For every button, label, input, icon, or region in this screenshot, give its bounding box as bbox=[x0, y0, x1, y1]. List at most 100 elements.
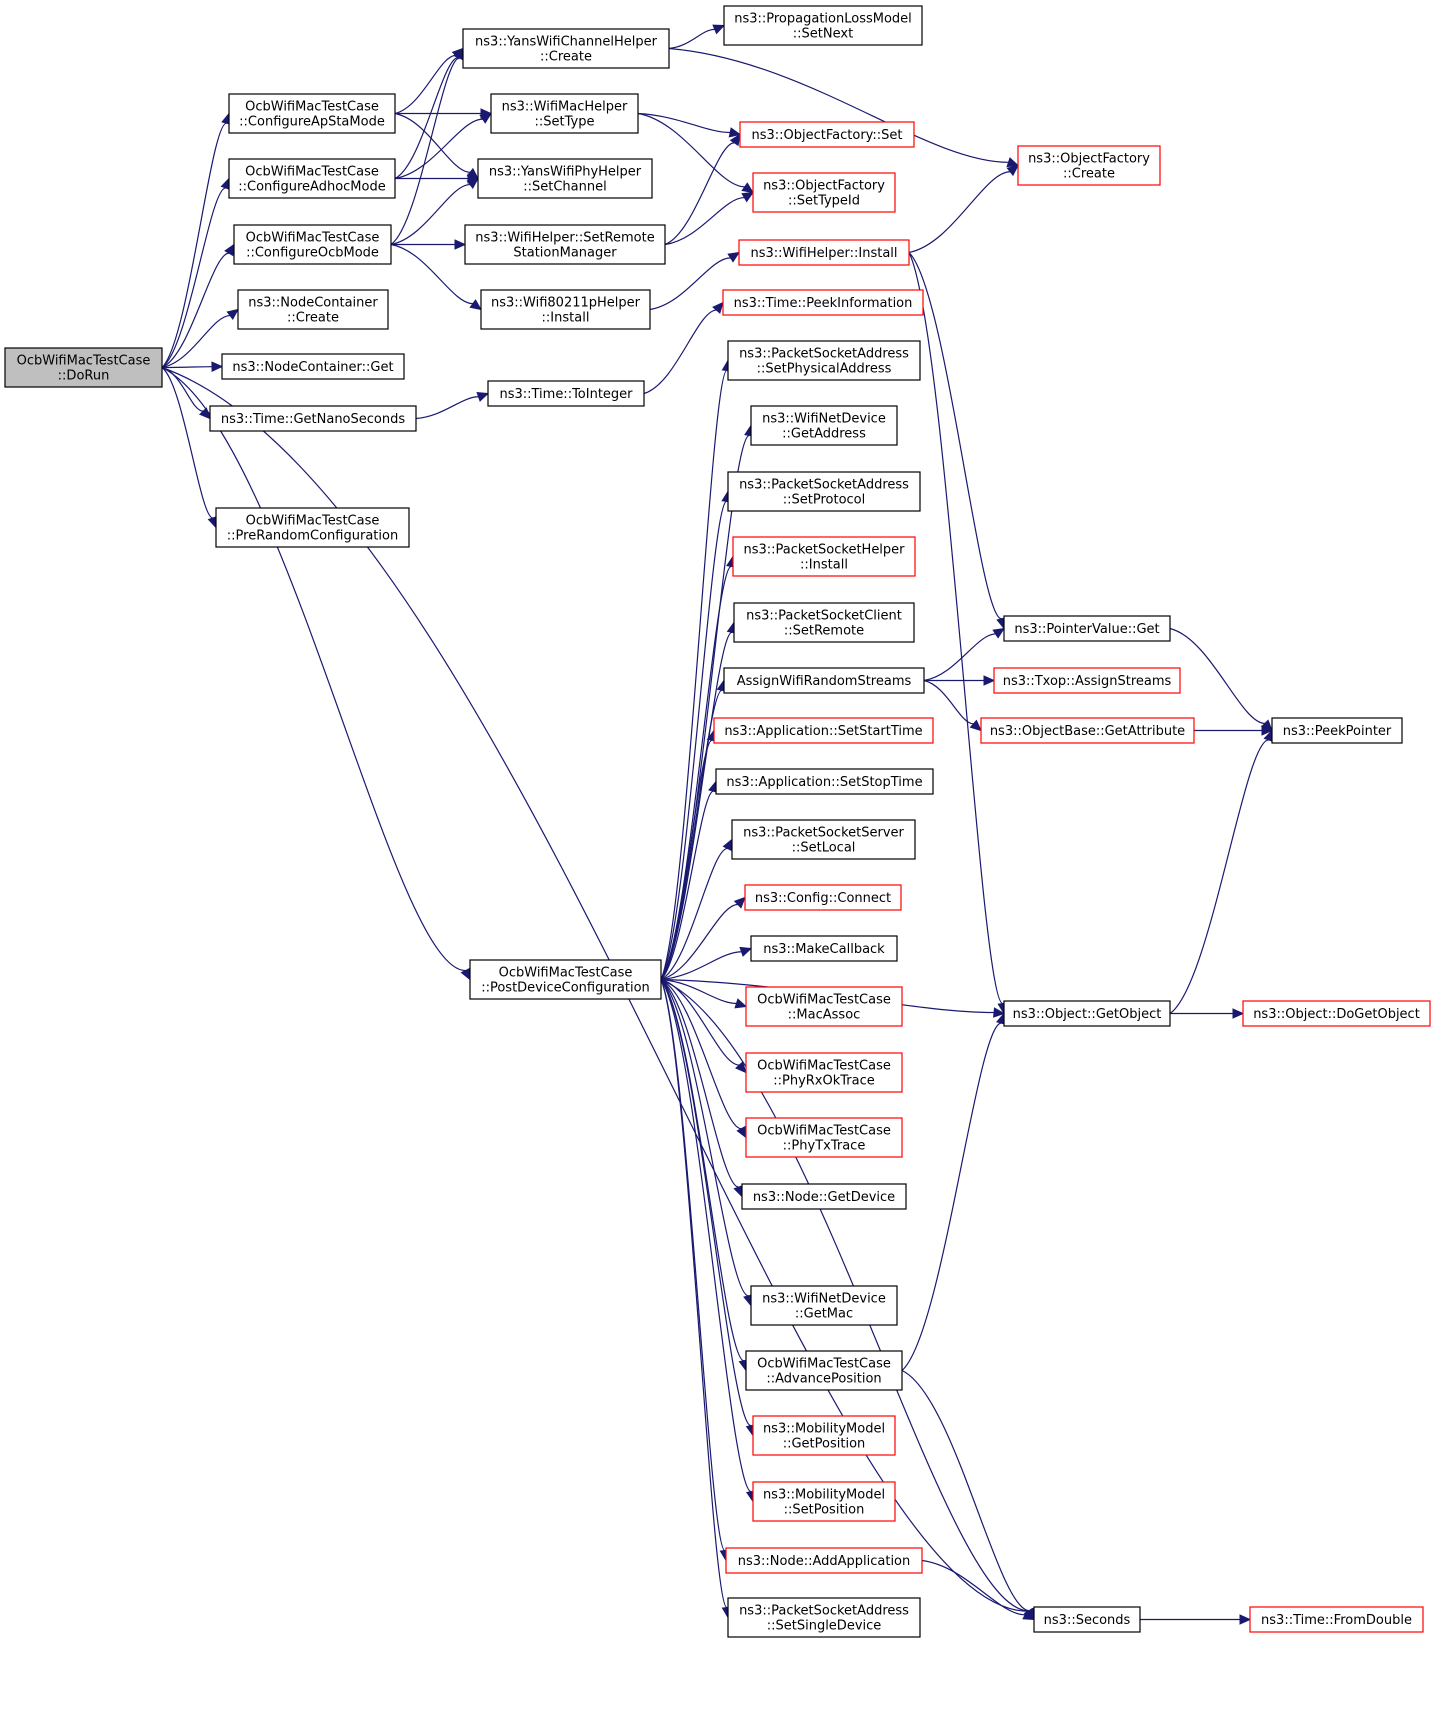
node-mac_settype[interactable]: ns3::WifiMacHelper::SetType bbox=[490, 93, 639, 134]
node-box[interactable] bbox=[1242, 1000, 1431, 1027]
node-seconds[interactable]: ns3::Seconds bbox=[1033, 1606, 1141, 1633]
node-pv_get[interactable]: ns3::PointerValue::Get bbox=[1003, 615, 1171, 642]
node-of_set[interactable]: ns3::ObjectFactory::Set bbox=[739, 121, 915, 148]
node-box[interactable] bbox=[480, 289, 651, 330]
node-psa_setsingle[interactable]: ns3::PacketSocketAddress::SetSingleDevic… bbox=[727, 1597, 921, 1638]
node-cfg_apsta[interactable]: OcbWifiMacTestCase::ConfigureApStaMode bbox=[228, 93, 396, 134]
node-psa_setproto[interactable]: ns3::PacketSocketAddress::SetProtocol bbox=[727, 471, 921, 512]
node-box[interactable] bbox=[745, 1052, 903, 1093]
node-box[interactable] bbox=[477, 158, 653, 199]
node-box[interactable] bbox=[722, 289, 924, 316]
node-box[interactable] bbox=[1033, 1606, 1141, 1633]
node-box[interactable] bbox=[750, 1285, 898, 1326]
node-postdev[interactable]: OcbWifiMacTestCase::PostDeviceConfigurat… bbox=[469, 959, 662, 1000]
node-box[interactable] bbox=[727, 1597, 921, 1638]
node-box[interactable] bbox=[221, 353, 405, 380]
node-box[interactable] bbox=[745, 1117, 903, 1158]
node-box[interactable] bbox=[209, 405, 417, 432]
node-box[interactable] bbox=[1003, 1000, 1171, 1027]
node-box[interactable] bbox=[993, 667, 1181, 694]
node-psh_install[interactable]: ns3::PacketSocketHelper::Install bbox=[732, 536, 916, 577]
node-wnd_getaddr[interactable]: ns3::WifiNetDevice::GetAddress bbox=[750, 405, 898, 446]
node-box[interactable] bbox=[723, 667, 925, 694]
node-box[interactable] bbox=[462, 28, 670, 69]
node-mac_assoc[interactable]: OcbWifiMacTestCase::MacAssoc bbox=[745, 986, 903, 1027]
node-phy_rxok[interactable]: OcbWifiMacTestCase::PhyRxOkTrace bbox=[745, 1052, 903, 1093]
node-box[interactable] bbox=[233, 224, 392, 265]
node-wifi80211p_install[interactable]: ns3::Wifi80211pHelper::Install bbox=[480, 289, 651, 330]
node-box[interactable] bbox=[725, 1547, 923, 1574]
node-box[interactable] bbox=[739, 121, 915, 148]
node-time_tointeger[interactable]: ns3::Time::ToInteger bbox=[487, 380, 645, 407]
node-prerandom[interactable]: OcbWifiMacTestCase::PreRandomConfigurati… bbox=[215, 507, 410, 548]
node-ob_getattr[interactable]: ns3::ObjectBase::GetAttribute bbox=[980, 717, 1195, 744]
node-box[interactable] bbox=[228, 93, 396, 134]
node-obj_getobj[interactable]: ns3::Object::GetObject bbox=[1003, 1000, 1171, 1027]
node-box[interactable] bbox=[731, 819, 916, 860]
node-box[interactable] bbox=[732, 536, 916, 577]
node-box[interactable] bbox=[741, 1183, 907, 1210]
node-box[interactable] bbox=[1017, 145, 1161, 186]
node-box[interactable] bbox=[752, 172, 896, 213]
node-box[interactable] bbox=[738, 239, 910, 266]
node-app_start[interactable]: ns3::Application::SetStartTime bbox=[713, 717, 934, 744]
node-wnd_getmac[interactable]: ns3::WifiNetDevice::GetMac bbox=[750, 1285, 898, 1326]
node-box[interactable] bbox=[469, 959, 662, 1000]
node-box[interactable] bbox=[4, 347, 163, 388]
node-box[interactable] bbox=[980, 717, 1195, 744]
node-nc_get[interactable]: ns3::NodeContainer::Get bbox=[221, 353, 405, 380]
node-pss_setlocal[interactable]: ns3::PacketSocketServer::SetLocal bbox=[731, 819, 916, 860]
node-box[interactable] bbox=[715, 768, 934, 795]
node-box[interactable] bbox=[733, 602, 915, 643]
node-box[interactable] bbox=[228, 158, 396, 199]
node-box[interactable] bbox=[490, 93, 639, 134]
node-box[interactable] bbox=[745, 1350, 903, 1391]
node-psa_setphys[interactable]: ns3::PacketSocketAddress::SetPhysicalAdd… bbox=[727, 340, 921, 381]
node-cfg_adhoc[interactable]: OcbWifiMacTestCase::ConfigureAdhocMode bbox=[228, 158, 396, 199]
node-wifi_install[interactable]: ns3::WifiHelper::Install bbox=[738, 239, 910, 266]
node-obj_dogetobj[interactable]: ns3::Object::DoGetObject bbox=[1242, 1000, 1431, 1027]
node-peek_ptr[interactable]: ns3::PeekPointer bbox=[1271, 717, 1403, 744]
node-box[interactable] bbox=[464, 224, 666, 265]
node-yans_phy_setch[interactable]: ns3::YansWifiPhyHelper::SetChannel bbox=[477, 158, 653, 199]
node-time_fromdouble[interactable]: ns3::Time::FromDouble bbox=[1249, 1606, 1424, 1633]
node-box[interactable] bbox=[487, 380, 645, 407]
node-psc_setremote[interactable]: ns3::PacketSocketClient::SetRemote bbox=[733, 602, 915, 643]
node-node_getdev[interactable]: ns3::Node::GetDevice bbox=[741, 1183, 907, 1210]
node-dorun[interactable]: OcbWifiMacTestCase::DoRun bbox=[4, 347, 163, 388]
node-box[interactable] bbox=[727, 471, 921, 512]
node-time_ns[interactable]: ns3::Time::GetNanoSeconds bbox=[209, 405, 417, 432]
node-of_create[interactable]: ns3::ObjectFactory::Create bbox=[1017, 145, 1161, 186]
node-assign_streams[interactable]: AssignWifiRandomStreams bbox=[723, 667, 925, 694]
node-nc_create[interactable]: ns3::NodeContainer::Create bbox=[237, 289, 389, 330]
node-box[interactable] bbox=[752, 1415, 896, 1456]
node-box[interactable] bbox=[752, 1481, 896, 1522]
node-txop_assign[interactable]: ns3::Txop::AssignStreams bbox=[993, 667, 1181, 694]
node-make_cb[interactable]: ns3::MakeCallback bbox=[750, 935, 898, 962]
node-yans_ch_create[interactable]: ns3::YansWifiChannelHelper::Create bbox=[462, 28, 670, 69]
node-box[interactable] bbox=[727, 340, 921, 381]
node-box[interactable] bbox=[1249, 1606, 1424, 1633]
node-box[interactable] bbox=[750, 935, 898, 962]
node-of_settypeid[interactable]: ns3::ObjectFactory::SetTypeId bbox=[752, 172, 896, 213]
node-box[interactable] bbox=[745, 986, 903, 1027]
node-box[interactable] bbox=[713, 717, 934, 744]
node-box[interactable] bbox=[215, 507, 410, 548]
node-prop_setnext[interactable]: ns3::PropagationLossModel::SetNext bbox=[723, 5, 923, 46]
node-box[interactable] bbox=[723, 5, 923, 46]
node-adv_pos[interactable]: OcbWifiMacTestCase::AdvancePosition bbox=[745, 1350, 903, 1391]
node-time_peek[interactable]: ns3::Time::PeekInformation bbox=[722, 289, 924, 316]
node-mm_getpos[interactable]: ns3::MobilityModel::GetPosition bbox=[752, 1415, 896, 1456]
node-box[interactable] bbox=[744, 884, 902, 911]
node-app_stop[interactable]: ns3::Application::SetStopTime bbox=[715, 768, 934, 795]
node-box[interactable] bbox=[750, 405, 898, 446]
node-cfg_ocb[interactable]: OcbWifiMacTestCase::ConfigureOcbMode bbox=[233, 224, 392, 265]
node-box[interactable] bbox=[1003, 615, 1171, 642]
node-box[interactable] bbox=[1271, 717, 1403, 744]
node-phy_tx[interactable]: OcbWifiMacTestCase::PhyTxTrace bbox=[745, 1117, 903, 1158]
node-box[interactable] bbox=[237, 289, 389, 330]
node-mm_setpos[interactable]: ns3::MobilityModel::SetPosition bbox=[752, 1481, 896, 1522]
node-cfg_connect[interactable]: ns3::Config::Connect bbox=[744, 884, 902, 911]
node-node_addapp[interactable]: ns3::Node::AddApplication bbox=[725, 1547, 923, 1574]
